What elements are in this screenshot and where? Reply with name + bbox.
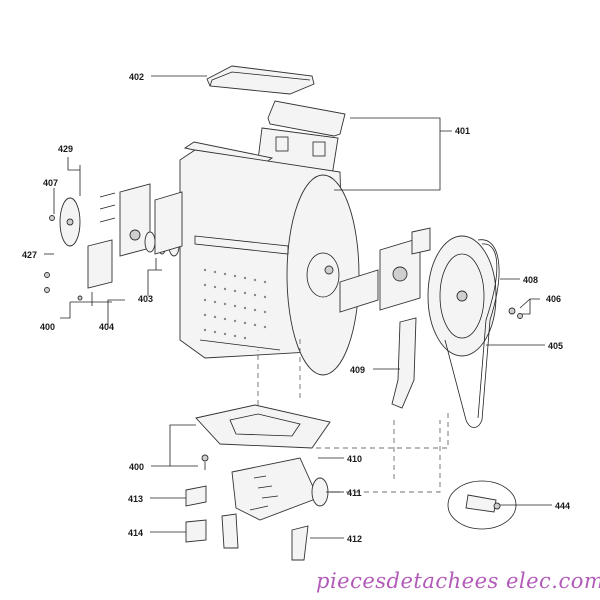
label-403: 403 xyxy=(138,294,153,304)
label-406: 406 xyxy=(546,294,561,304)
motor-feet-part xyxy=(221,513,309,561)
belt-part xyxy=(444,239,500,428)
label-412: 412 xyxy=(347,534,362,544)
label-410: 410 xyxy=(347,454,362,464)
motor-mount-part xyxy=(195,404,331,470)
drum-lid-part xyxy=(206,65,315,95)
label-404: 404 xyxy=(99,322,114,332)
label-400-left: 400 xyxy=(40,322,55,332)
pulley-screw-part xyxy=(508,307,523,319)
label-400-bottom: 400 xyxy=(129,462,144,472)
label-407: 407 xyxy=(43,178,58,188)
label-402: 402 xyxy=(129,72,144,82)
label-413: 413 xyxy=(128,494,143,504)
support-bracket-part xyxy=(391,317,417,409)
watermark-text: piecesdetachees elec.com xyxy=(316,569,600,593)
label-444: 444 xyxy=(555,501,570,511)
label-429: 429 xyxy=(58,144,73,154)
label-405: 405 xyxy=(548,341,563,351)
pulley-part xyxy=(427,235,497,357)
left-bearing-assembly xyxy=(44,183,183,306)
drum-part xyxy=(179,141,360,376)
leader-lines xyxy=(44,75,552,539)
motor-part xyxy=(231,457,340,521)
label-414: 414 xyxy=(128,528,143,538)
right-bearing-bracket xyxy=(339,227,431,313)
label-408: 408 xyxy=(523,275,538,285)
label-401: 401 xyxy=(455,126,470,136)
label-411: 411 xyxy=(347,488,362,498)
part-labels: 402 401 429 407 427 400 403 404 408 406 … xyxy=(22,72,570,544)
clip-part xyxy=(185,485,207,507)
assembly-lines xyxy=(257,335,449,493)
label-427: 427 xyxy=(22,250,37,260)
label-409: 409 xyxy=(350,365,365,375)
capacitor-part xyxy=(447,480,517,530)
clip-part-b xyxy=(185,519,207,543)
